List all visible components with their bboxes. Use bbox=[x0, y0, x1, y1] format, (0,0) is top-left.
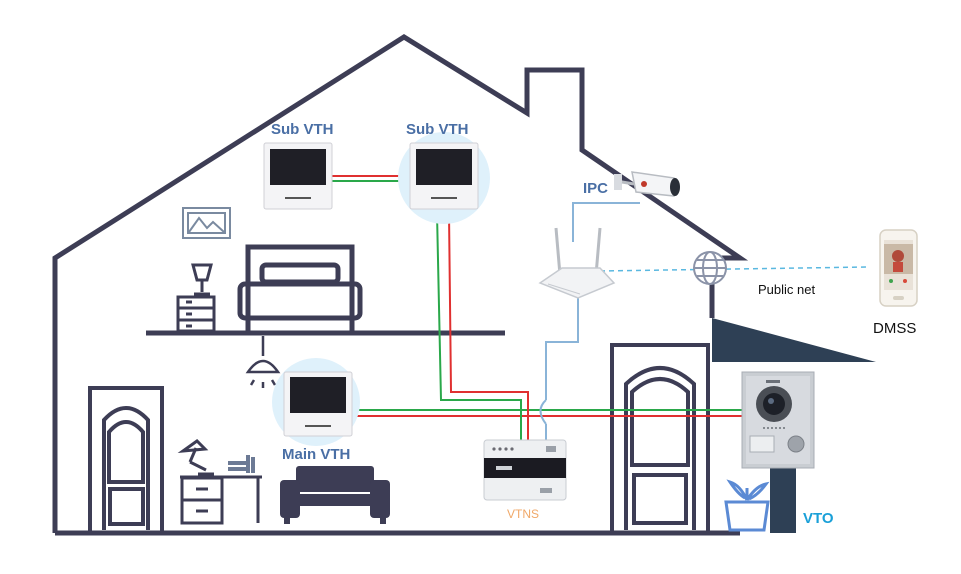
books bbox=[228, 455, 255, 473]
vto-label: VTO bbox=[803, 510, 834, 527]
dmss-label: DMSS bbox=[873, 320, 917, 337]
vto-device bbox=[741, 371, 815, 469]
router-icon bbox=[538, 227, 616, 299]
desk-lamp-icon bbox=[177, 439, 214, 476]
nightstand bbox=[176, 295, 216, 333]
ceiling-lamp-icon bbox=[245, 336, 281, 388]
public-net-line bbox=[599, 266, 869, 272]
sub-vth-left-device bbox=[263, 142, 333, 210]
camera-icon bbox=[614, 171, 680, 197]
sub-vth-right-device bbox=[409, 142, 479, 210]
door-icon bbox=[88, 386, 164, 535]
door-icon bbox=[610, 343, 710, 535]
network-lines bbox=[539, 202, 640, 441]
globe-icon bbox=[693, 251, 727, 285]
sub-vth-left-label: Sub VTH bbox=[271, 121, 334, 138]
wires bbox=[330, 175, 745, 441]
public-net-label: Public net bbox=[758, 282, 816, 297]
desk bbox=[180, 475, 262, 525]
canopy bbox=[712, 318, 876, 362]
smartphone-icon bbox=[879, 229, 918, 307]
vtns-label: VTNS bbox=[507, 507, 540, 521]
table-lamp-icon bbox=[191, 263, 213, 296]
main-vth-label: Main VTH bbox=[282, 446, 351, 463]
house-outline bbox=[52, 34, 749, 536]
sofa-icon bbox=[280, 466, 390, 524]
bed-icon bbox=[237, 244, 363, 332]
main-vth-device bbox=[283, 371, 353, 437]
ipc-label: IPC bbox=[583, 180, 609, 197]
sub-vth-right-label: Sub VTH bbox=[406, 121, 469, 138]
vtns-device bbox=[483, 439, 567, 501]
picture-frame-icon bbox=[182, 207, 231, 239]
plant-icon bbox=[724, 479, 770, 532]
